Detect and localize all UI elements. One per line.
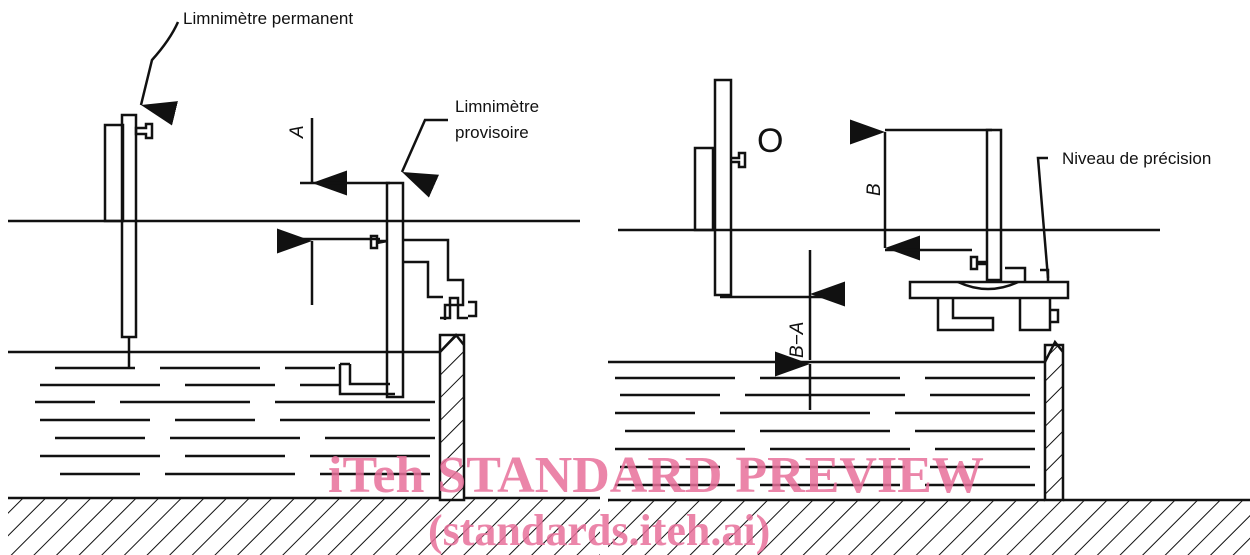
right-provisional-staff <box>985 128 1003 282</box>
left-panel <box>8 21 600 555</box>
right-panel <box>608 78 1250 555</box>
label-dimension-b-minus-a: B−A <box>787 322 808 358</box>
watermark-line-1: iTeh STANDARD PREVIEW <box>328 447 984 504</box>
label-dimension-a: A <box>287 125 308 139</box>
provisional-gauge-staff <box>385 181 405 399</box>
label-limnimetre-provisoire-2: provisoire <box>455 123 529 142</box>
label-niveau-precision: Niveau de précision <box>1062 149 1211 168</box>
precision-level-bubble <box>957 266 1050 291</box>
precision-label-leader <box>1036 156 1050 279</box>
left-weir-wall <box>438 333 466 502</box>
permanent-gauge-backplate <box>103 123 125 223</box>
right-permanent-backplate <box>693 146 715 232</box>
label-zero-mark: O <box>757 122 783 160</box>
permanent-label-leader <box>139 21 180 126</box>
provisional-gauge-bracket <box>403 238 465 320</box>
precision-level-bar <box>908 280 1070 300</box>
label-dimension-b: B <box>864 183 885 196</box>
provisional-gauge-clamp <box>440 296 478 320</box>
provisional-label-leader <box>400 118 448 198</box>
stilling-pipe <box>338 362 395 396</box>
left-water-dashes <box>35 366 435 476</box>
level-support-right <box>1018 298 1060 332</box>
right-ground-hatch <box>608 501 1250 555</box>
label-limnimetre-provisoire-1: Limnimètre <box>455 97 539 116</box>
level-support-left <box>936 298 995 332</box>
right-weir-wall <box>1043 343 1065 502</box>
right-water-dashes <box>615 376 1035 487</box>
label-limnimetre-permanent: Limnimètre permanent <box>183 9 353 28</box>
left-ground-hatch <box>8 499 600 555</box>
watermark-line-2: (standards.iteh.ai) <box>428 506 770 555</box>
permanent-gauge-screw <box>134 122 154 140</box>
right-permanent-staff <box>713 78 733 297</box>
